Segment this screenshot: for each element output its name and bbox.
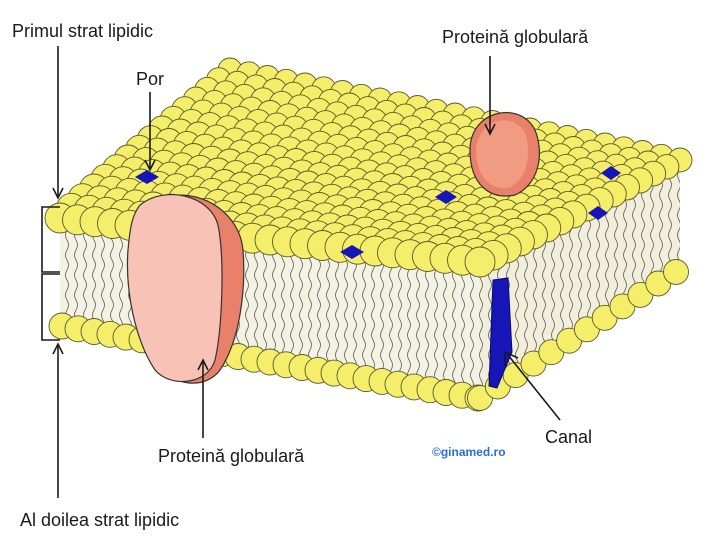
lipid-head (464, 246, 496, 278)
pore-marker (588, 206, 608, 220)
label-top-layer: Primul strat lipidic (12, 21, 154, 41)
membrane-right-face (480, 160, 680, 395)
lipid-head (663, 259, 689, 285)
pore-group (135, 166, 621, 259)
watermark: ©ginamed.ro (432, 445, 506, 459)
protein-left (126, 194, 245, 384)
label-bottom-layer: Al doilea strat lipidic (20, 510, 180, 530)
pore-marker (601, 166, 621, 180)
label-channel: Canal (545, 427, 593, 447)
pore-marker (135, 170, 159, 184)
top-layer-bracket (41, 206, 60, 273)
label-protein-bottom: Proteină globulară (158, 446, 305, 466)
channel (488, 277, 513, 389)
label-pore: Por (136, 69, 165, 89)
protein-top-right (469, 112, 541, 197)
layer-brackets (41, 206, 60, 341)
arrow-channel (507, 354, 561, 421)
bottom-layer-bracket (41, 273, 60, 341)
pore-marker (435, 190, 457, 204)
pointer-arrows (52, 46, 561, 498)
label-protein-top: Proteină globulară (442, 27, 589, 47)
pore-marker (340, 245, 364, 259)
